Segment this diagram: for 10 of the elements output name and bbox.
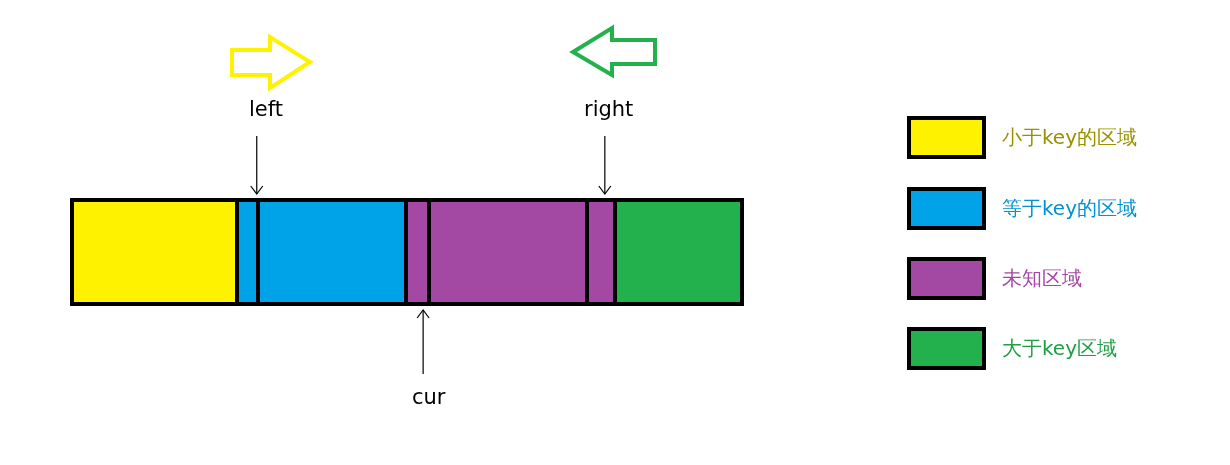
legend-label: 未知区域 [1002,265,1082,291]
pointer-label: left [249,96,283,122]
legend-label: 大于key区域 [1002,335,1117,361]
pointer-arrow [250,135,264,195]
pointer-label: right [584,96,634,122]
pointer-label: cur [412,384,446,410]
pointer-arrow [598,135,612,195]
legend-label: 等于key的区域 [1002,195,1137,221]
pointer-arrow [416,309,430,375]
legend-label: 小于key的区域 [1002,124,1137,150]
